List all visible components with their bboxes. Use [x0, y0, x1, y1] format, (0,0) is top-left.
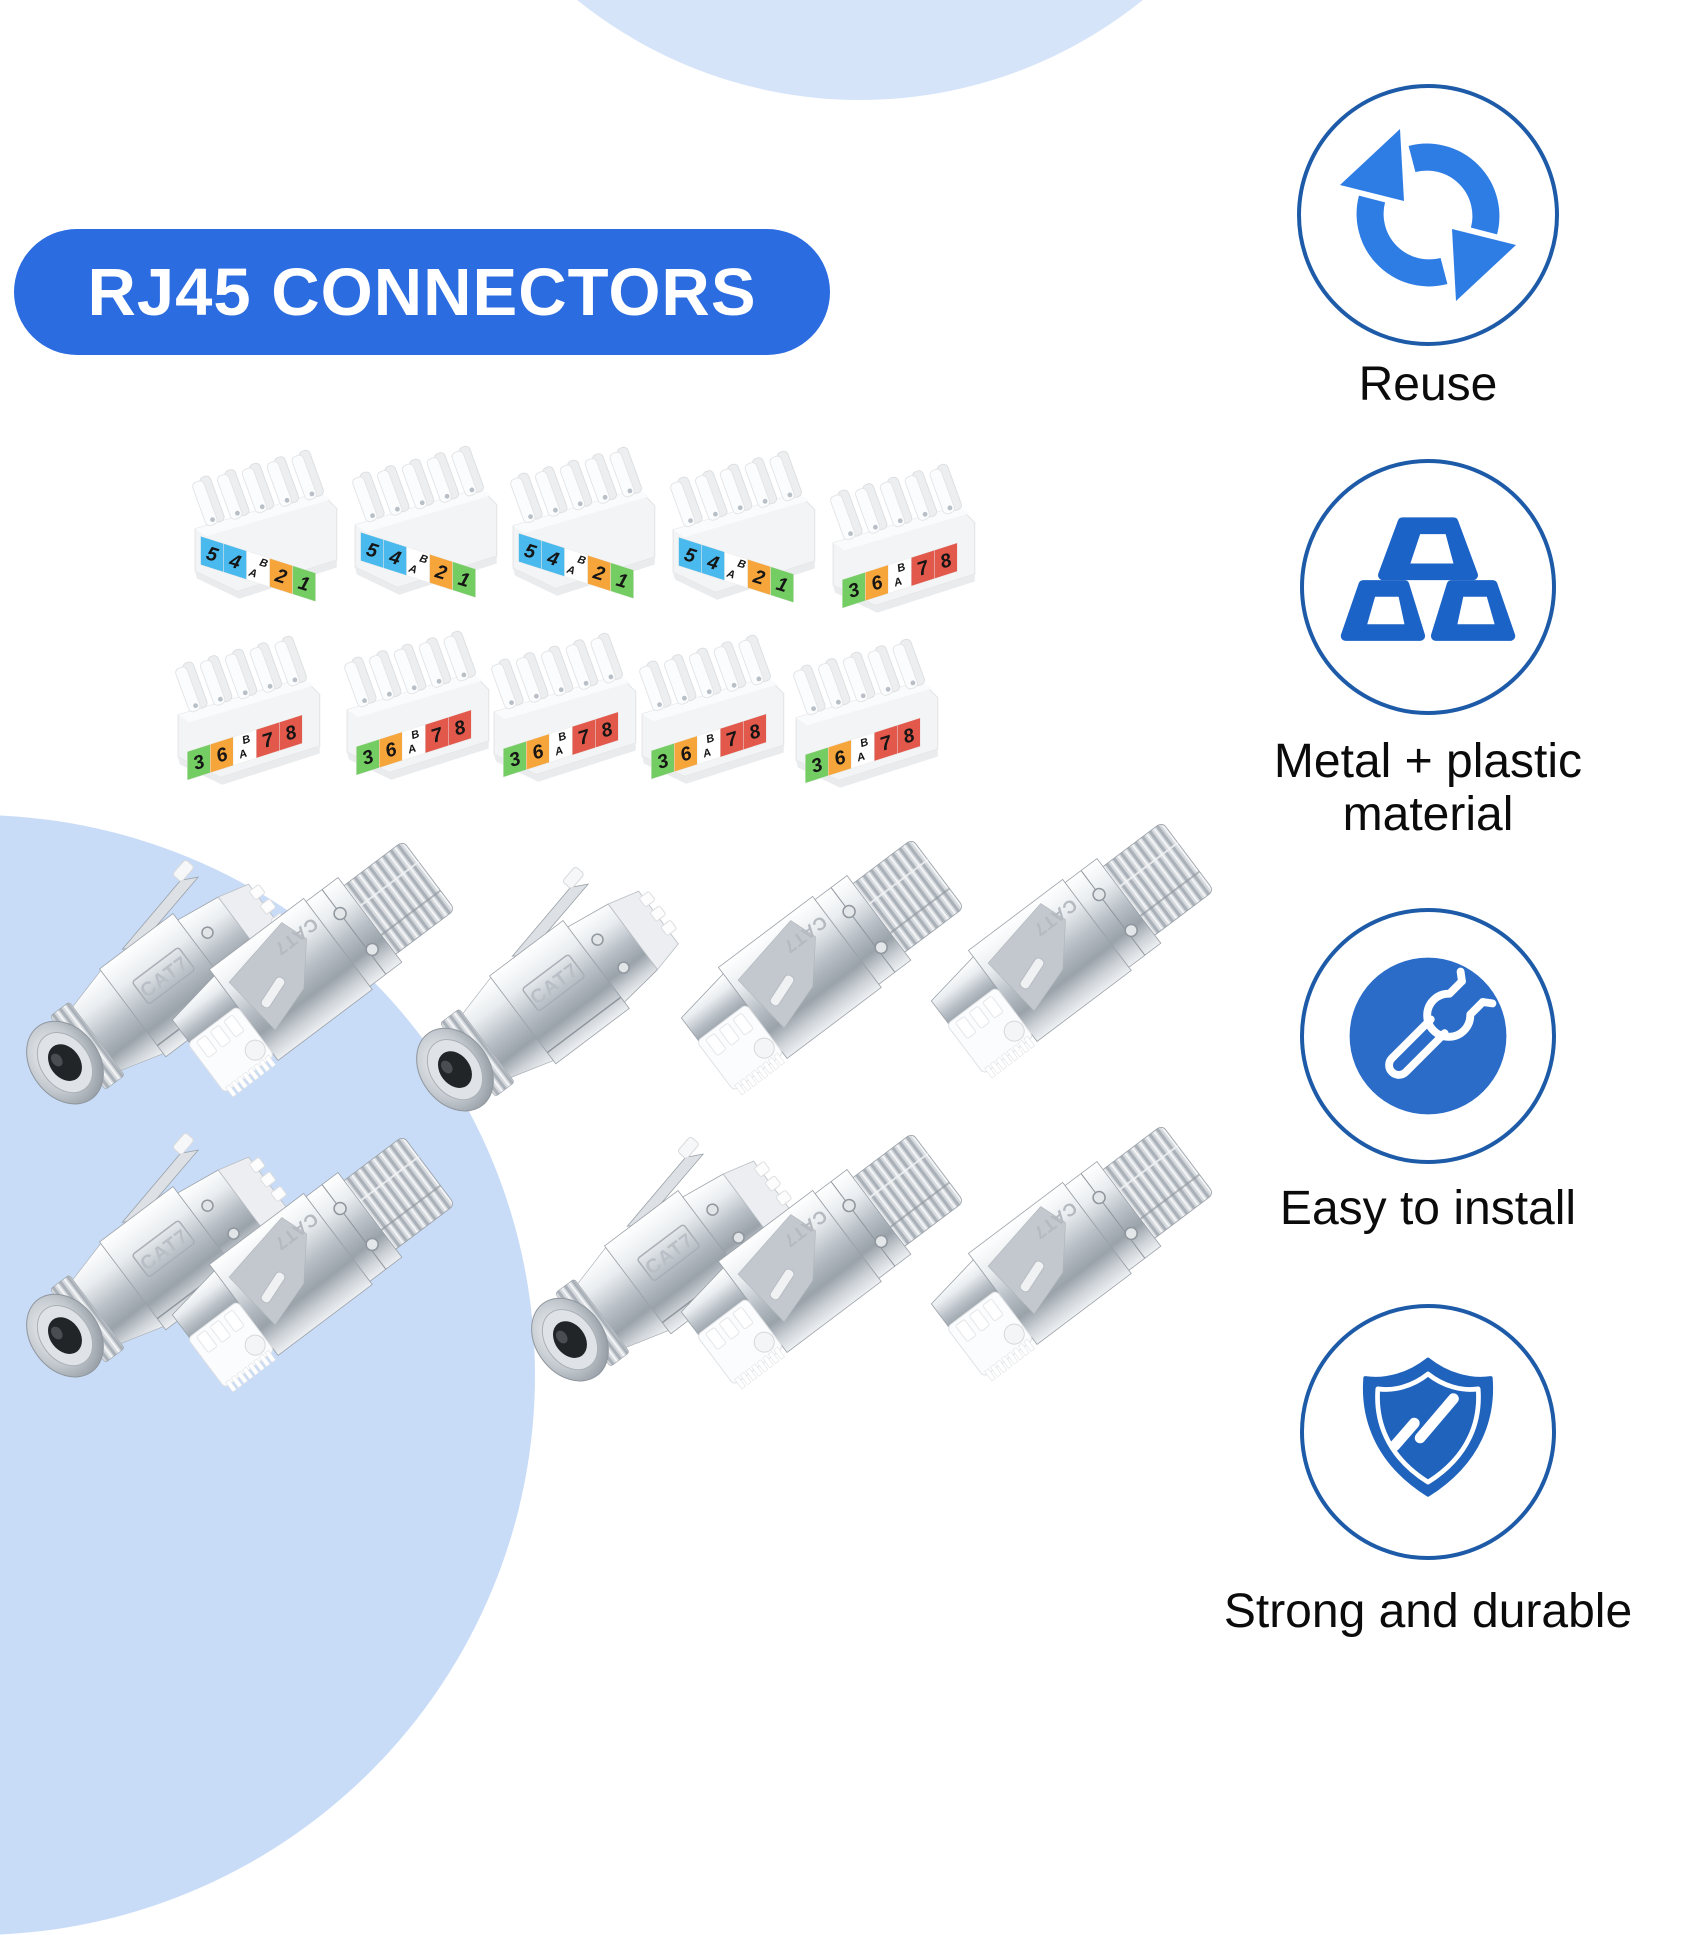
svg-text:8: 8 — [283, 722, 300, 745]
svg-text:7: 7 — [260, 729, 278, 753]
svg-text:2: 2 — [432, 561, 450, 585]
svg-text:6: 6 — [383, 739, 400, 762]
rj45-plug-front-view: CAT7 — [680, 840, 962, 1096]
svg-text:4: 4 — [704, 551, 722, 575]
svg-text:3: 3 — [655, 750, 672, 773]
title-banner: RJ45 CONNECTORS — [14, 229, 830, 355]
svg-text:6: 6 — [678, 743, 695, 766]
feature-label: Strong and durable — [1223, 1585, 1633, 1638]
svg-text:2: 2 — [590, 562, 608, 586]
svg-text:A: A — [892, 576, 904, 590]
rj45-plug-front-view: CAT7 — [930, 1126, 1212, 1382]
svg-text:A: A — [553, 745, 565, 759]
svg-text:1: 1 — [456, 569, 472, 592]
svg-text:5: 5 — [204, 543, 221, 566]
svg-text:7: 7 — [724, 728, 742, 752]
rj45-plug-front-view: CAT7 — [930, 823, 1212, 1079]
svg-text:A: A — [724, 568, 736, 582]
svg-text:B: B — [241, 733, 252, 747]
svg-text:8: 8 — [599, 719, 616, 742]
svg-text:B: B — [736, 558, 747, 572]
svg-text:5: 5 — [364, 539, 381, 562]
svg-text:B: B — [258, 557, 269, 571]
svg-text:5: 5 — [522, 540, 539, 563]
svg-text:7: 7 — [878, 732, 896, 756]
svg-text:4: 4 — [226, 550, 244, 574]
svg-text:A: A — [237, 748, 249, 762]
rj45-plug-front-view: CAT7 — [680, 1134, 962, 1390]
page-title: RJ45 CONNECTORS — [87, 254, 757, 330]
svg-text:8: 8 — [938, 550, 955, 573]
svg-text:B: B — [410, 728, 421, 742]
svg-text:CAT7: CAT7 — [779, 912, 831, 958]
svg-text:2: 2 — [272, 565, 290, 589]
svg-text:A: A — [855, 751, 867, 765]
svg-text:B: B — [418, 553, 429, 567]
svg-text:4: 4 — [386, 546, 404, 570]
svg-text:7: 7 — [915, 557, 933, 581]
svg-text:8: 8 — [747, 721, 764, 744]
svg-text:B: B — [576, 554, 587, 568]
svg-text:1: 1 — [614, 570, 630, 593]
svg-text:CAT7: CAT7 — [1029, 1198, 1081, 1244]
svg-text:CAT7: CAT7 — [779, 1206, 831, 1252]
svg-text:5: 5 — [682, 544, 699, 567]
background-circle-top — [410, 0, 1310, 100]
svg-text:6: 6 — [869, 572, 886, 595]
shield-icon — [1300, 1304, 1556, 1560]
svg-text:CAT7: CAT7 — [526, 959, 583, 1010]
wrench-icon — [1300, 908, 1556, 1164]
svg-text:A: A — [406, 563, 418, 577]
svg-text:1: 1 — [296, 573, 312, 596]
feature-label: Metal + plastic material — [1273, 735, 1583, 841]
svg-text:4: 4 — [544, 547, 562, 571]
svg-text:7: 7 — [576, 726, 594, 750]
svg-text:8: 8 — [452, 717, 469, 740]
svg-text:6: 6 — [214, 744, 231, 767]
svg-text:CAT7: CAT7 — [641, 1229, 698, 1280]
svg-text:A: A — [701, 747, 713, 761]
rj45-plug-back-view: CAT7 — [531, 1136, 794, 1382]
svg-text:1: 1 — [774, 574, 790, 597]
svg-text:7: 7 — [429, 724, 447, 748]
svg-text:B: B — [557, 730, 568, 744]
feature-label: Reuse — [1358, 358, 1498, 411]
product-infographic: { "banner": { "label": "RJ45 CONNECTORS"… — [0, 0, 1633, 1935]
svg-text:A: A — [246, 567, 258, 581]
svg-text:CAT7: CAT7 — [1029, 895, 1081, 941]
background-circle-bottom — [0, 815, 535, 1935]
svg-text:B: B — [896, 561, 907, 575]
svg-text:3: 3 — [507, 748, 524, 771]
svg-text:3: 3 — [809, 754, 826, 777]
svg-text:3: 3 — [360, 746, 377, 769]
svg-text:8: 8 — [901, 725, 918, 748]
ingots-icon — [1300, 459, 1556, 715]
svg-text:2: 2 — [750, 566, 768, 590]
svg-text:A: A — [564, 564, 576, 578]
feature-label: Easy to install — [1279, 1182, 1577, 1235]
svg-text:3: 3 — [191, 751, 208, 774]
svg-text:A: A — [406, 743, 418, 757]
svg-text:B: B — [859, 736, 870, 750]
svg-text:6: 6 — [530, 741, 547, 764]
svg-text:3: 3 — [846, 579, 863, 602]
svg-text:6: 6 — [832, 747, 849, 770]
refresh-icon — [1297, 84, 1559, 346]
svg-text:B: B — [705, 732, 716, 746]
